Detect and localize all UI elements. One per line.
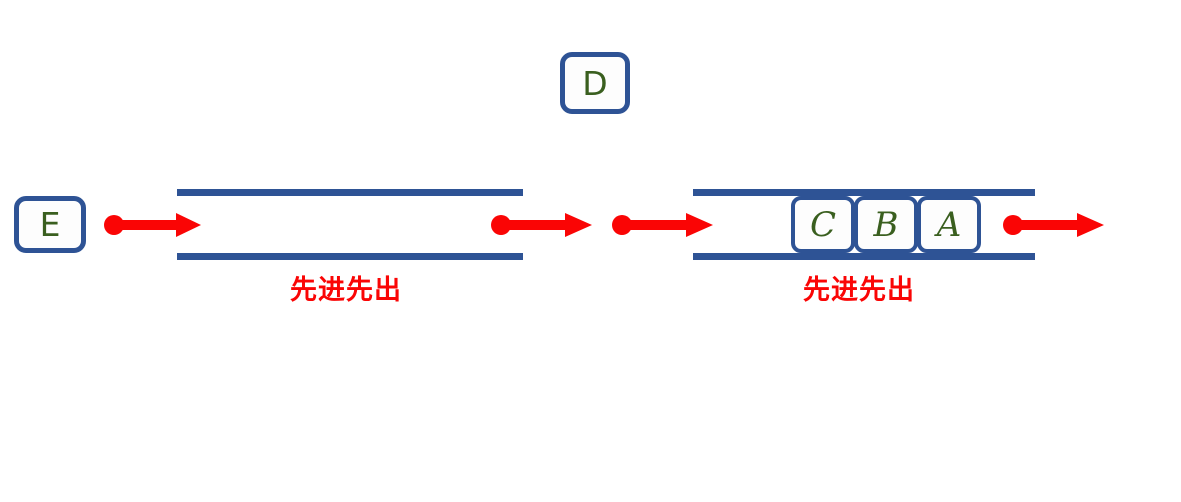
arrow-head [686,213,713,237]
queue-cell-c[interactable]: C [791,196,855,253]
queue-cell-label-c: C [809,204,836,245]
queue-cell-label-a: A [936,204,962,245]
arrow-head [176,213,201,237]
element-box-e[interactable]: E [14,196,86,253]
arrow-dequeue-left [491,211,595,239]
queue-cell-a[interactable]: A [917,196,981,253]
element-box-d[interactable]: D [560,52,630,114]
right-queue-rail-top [693,189,1035,196]
left-queue-caption: 先进先出 [290,275,402,306]
left-queue-rail-bottom [177,253,523,260]
arrow-enqueue-right [612,211,716,239]
arrow-head [1077,213,1104,237]
queue-cell-label-b: B [873,204,899,245]
arrow-shaft [622,220,694,230]
queue-cell-b[interactable]: B [854,196,918,253]
arrow-shaft [501,220,573,230]
arrow-dequeue-right [1003,211,1107,239]
right-queue-caption: 先进先出 [803,275,915,306]
arrow-head [565,213,592,237]
arrow-shaft [114,220,184,230]
arrow-shaft [1013,220,1085,230]
element-label-d: D [582,63,608,103]
right-queue-rail-bottom [693,253,1035,260]
arrow-enqueue-left [104,211,204,239]
left-queue-rail-top [177,189,523,196]
element-label-e: E [39,205,61,244]
